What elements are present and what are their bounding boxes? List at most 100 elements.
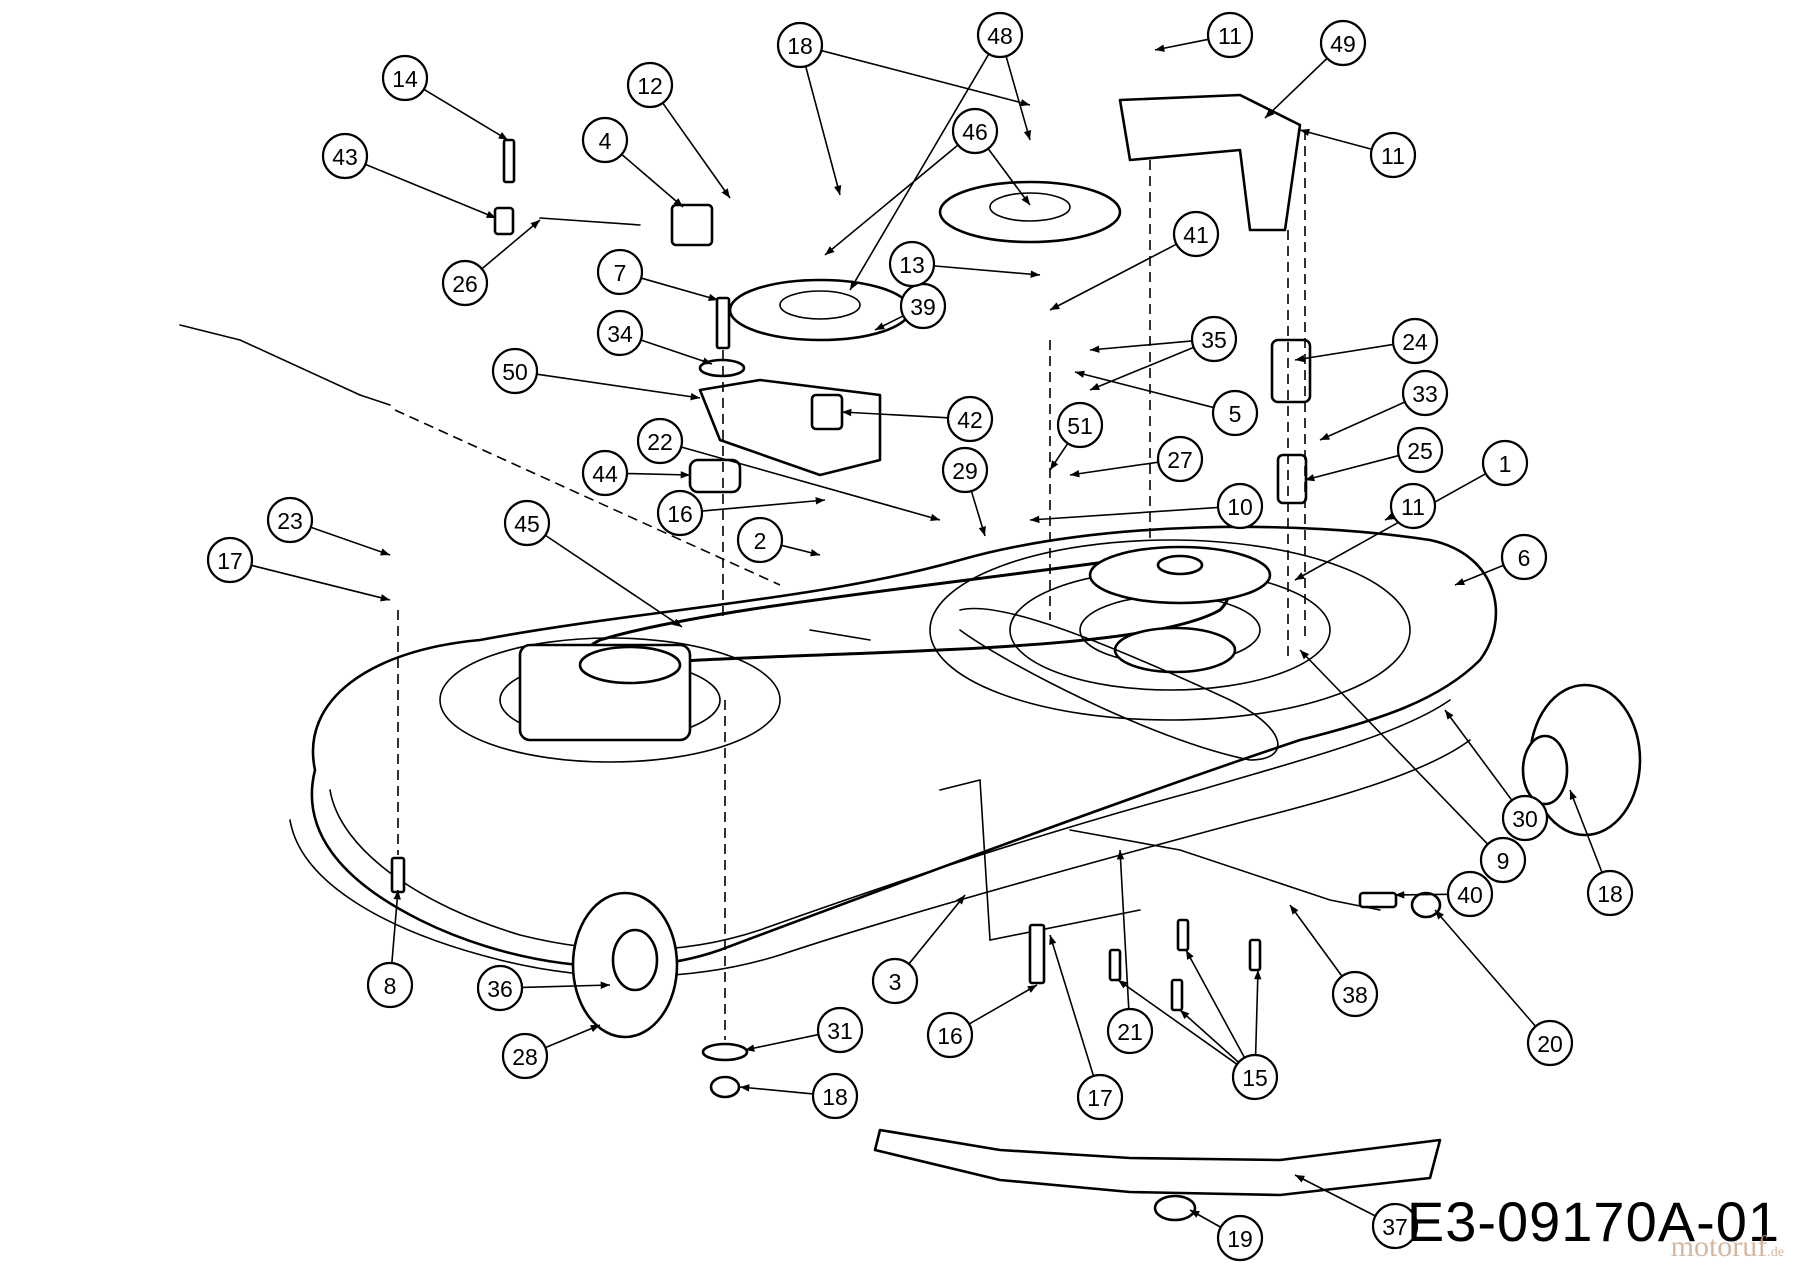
callout-number: 18: [822, 1084, 848, 1110]
leader-arrowhead-5: [1075, 370, 1085, 378]
leader-arrowhead-14: [498, 132, 508, 140]
leader-arrowhead-13: [1030, 270, 1040, 278]
callout-number: 17: [217, 548, 243, 574]
idler-pulley-left: [728, 278, 912, 342]
leader-line-27: [1069, 461, 1159, 476]
callout-circle: [1501, 794, 1549, 842]
callout-circle: [1371, 1202, 1419, 1250]
leader-line-16: [701, 499, 826, 512]
idler-pulley-right: [938, 180, 1122, 244]
bushing-44: [688, 458, 742, 494]
callout-number: 42: [957, 407, 983, 433]
callout-circle: [1172, 210, 1220, 258]
callout-11: 11: [1389, 482, 1437, 530]
callout-number: 45: [514, 511, 540, 537]
callout-number: 17: [1087, 1085, 1113, 1111]
leader-arrowhead-22: [930, 513, 940, 522]
leader-arrowhead-17: [1049, 935, 1057, 945]
leader-arrowhead-38: [1290, 905, 1299, 915]
leader-arrowhead-15: [1186, 950, 1194, 960]
leader-line-5: [1074, 371, 1214, 409]
leader-line-25: [1304, 454, 1399, 481]
callout-number: 50: [502, 359, 528, 385]
extension-spring-26: [539, 217, 641, 226]
idler-pulley-left-inner: [779, 290, 861, 320]
callout-number: 48: [987, 23, 1013, 49]
callout-circle: [503, 499, 551, 547]
callout-18: 18: [1586, 869, 1634, 917]
callout-27: 27: [1156, 435, 1204, 483]
callout-number: 6: [1518, 545, 1531, 571]
callout-number: 41: [1183, 222, 1209, 248]
nut-20: [1410, 891, 1442, 919]
callout-circle: [476, 964, 524, 1012]
leader-line-49: [1264, 57, 1328, 119]
fastener-15-a: [1108, 948, 1122, 982]
leader-line-10: [1029, 506, 1219, 521]
callout-circle: [1586, 869, 1634, 917]
leader-arrowhead-18: [740, 1084, 750, 1092]
idler-pulley-right-inner: [989, 192, 1071, 222]
callout-17: 17: [206, 536, 254, 584]
leader-line-9: [1299, 649, 1489, 845]
callout-circle: [626, 61, 674, 109]
callout-number: 11: [1381, 143, 1405, 169]
leader-arrowhead-6: [1455, 578, 1465, 585]
blade-nut-19: [1153, 1194, 1197, 1222]
callout-number: 11: [1401, 494, 1425, 520]
callout-circle: [366, 961, 414, 1009]
leader-arrowhead-1: [1295, 572, 1305, 580]
callout-5: 5: [1211, 389, 1259, 437]
hanger-loop: [959, 607, 1279, 761]
leader-line-21: [1119, 849, 1130, 1010]
leader-line-15: [1117, 979, 1238, 1065]
lift-rod: [1069, 829, 1381, 911]
callout-17: 17: [1076, 1073, 1124, 1121]
leader-arrowhead-9: [1300, 650, 1310, 660]
callout-number: 21: [1117, 1019, 1143, 1045]
idler-spring-45: [809, 629, 871, 641]
callout-50: 50: [491, 347, 539, 395]
callout-30: 30: [1501, 794, 1549, 842]
callout-25: 25: [1396, 426, 1444, 474]
left-gauge-wheel-hub: [611, 928, 659, 992]
leader-line-18: [804, 66, 841, 196]
leader-line-46: [824, 144, 959, 256]
washer-31: [701, 1042, 749, 1062]
callout-number: 27: [1167, 447, 1193, 473]
callout-circle: [1216, 1214, 1264, 1262]
callout-circle: [1526, 1019, 1574, 1067]
callout-number: 22: [647, 429, 673, 455]
leader-arrowhead-37: [1295, 1175, 1305, 1183]
bolt-40: [1358, 891, 1398, 909]
callout-circle: [888, 240, 936, 288]
right-gauge-wheel-hub: [1521, 734, 1569, 806]
callout-circle: [1231, 1053, 1279, 1101]
callout-circle: [736, 516, 784, 564]
callout-15: 15: [1231, 1053, 1279, 1101]
callout-circle: [816, 1006, 864, 1054]
callout-46: 46: [951, 107, 999, 155]
callout-number: 36: [487, 976, 513, 1002]
leader-line-45: [544, 534, 683, 628]
callout-21: 21: [1106, 1007, 1154, 1055]
leader-line-15: [1179, 1009, 1240, 1063]
leader-arrowhead-3: [956, 895, 965, 905]
leader-arrowhead-16: [1027, 985, 1037, 993]
cable-dashed-run: [394, 409, 781, 586]
leader-arrowhead-30: [1445, 710, 1454, 720]
callout-number: 18: [787, 33, 813, 59]
callout-10: 10: [1216, 482, 1264, 530]
leader-arrowhead-45: [672, 618, 682, 627]
callout-circle: [946, 395, 994, 443]
leader-line-17: [1049, 934, 1095, 1077]
bent-rod-3: [939, 778, 1141, 941]
callout-33: 33: [1401, 369, 1449, 417]
callout-49: 49: [1319, 19, 1367, 67]
callout-14: 14: [381, 54, 429, 102]
leader-line-17: [251, 564, 391, 601]
leader-line-30: [1444, 709, 1513, 801]
leader-line-23: [310, 526, 391, 556]
